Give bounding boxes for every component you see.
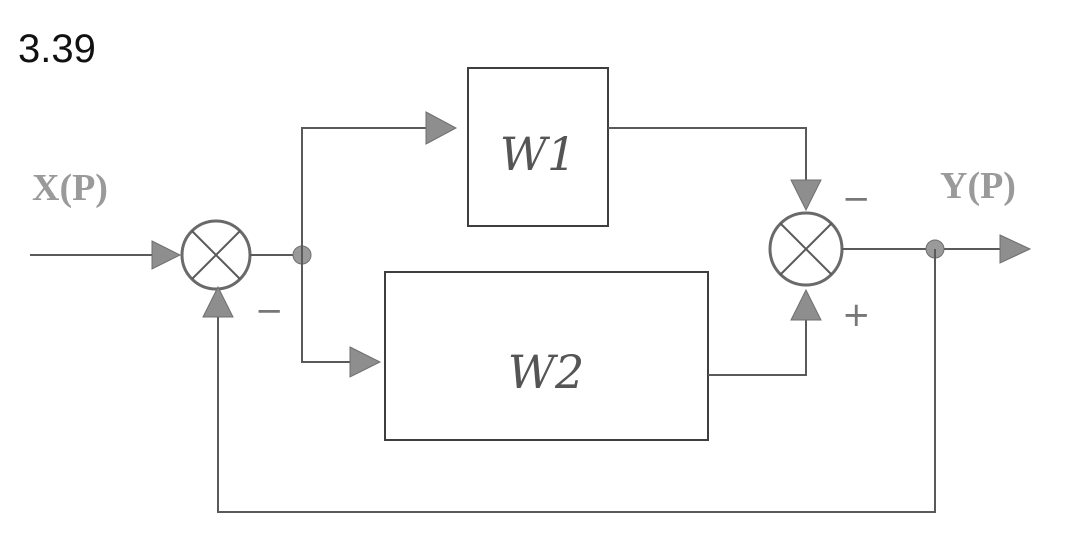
block-w2 xyxy=(384,271,709,441)
summing-junction-2 xyxy=(768,211,844,287)
w2-output-line xyxy=(708,320,807,376)
figure-number: 3.39 xyxy=(18,27,96,71)
w1-output-line xyxy=(608,127,807,182)
sign-second-sum-top: − xyxy=(842,179,871,219)
feedback-arrow xyxy=(202,285,234,318)
w1-input-arrow xyxy=(425,111,458,145)
lower-branch-line xyxy=(301,255,350,363)
w1-output-arrow xyxy=(790,179,822,212)
summing-junction-1 xyxy=(180,219,252,291)
block-w1-label: W1 xyxy=(500,127,577,181)
block-w1 xyxy=(467,67,609,227)
input-arrow xyxy=(151,240,182,270)
feedback-line xyxy=(217,249,936,513)
sign-second-sum-bottom: + xyxy=(842,295,871,335)
output-arrow xyxy=(999,234,1032,264)
block-w2-label: W2 xyxy=(508,345,585,399)
output-label: Y(P) xyxy=(940,165,1016,207)
upper-branch-line xyxy=(301,127,430,255)
w2-input-arrow xyxy=(349,346,382,378)
sign-first-sum-feedback: − xyxy=(255,291,284,331)
w2-output-arrow xyxy=(790,288,822,321)
input-label: X(P) xyxy=(32,167,108,209)
